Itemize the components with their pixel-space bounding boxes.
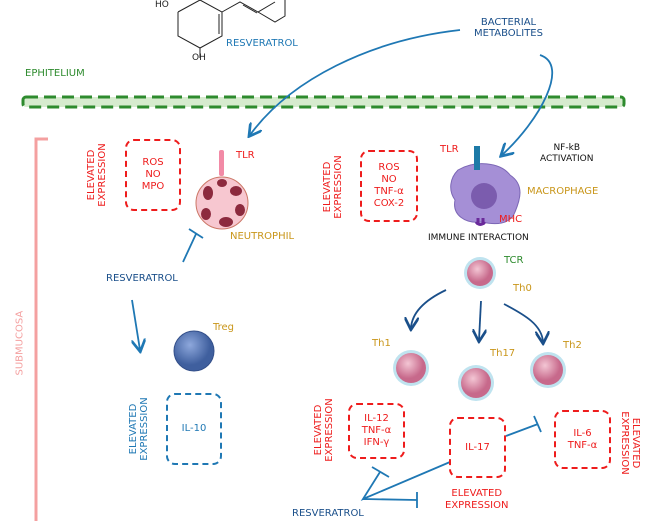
inhibition-th2 [505,415,542,437]
label-line: ELEVATED [630,417,641,469]
th2-label: Th2 [563,340,582,351]
resveratrol-structure [177,0,286,58]
marker: MPO [141,181,165,192]
label-line: EXPRESSION [97,143,108,207]
arrow-to-th2 [503,303,543,342]
label-line: EXPRESSION [445,500,509,511]
th0-label: Th0 [513,283,532,294]
label-line: ELEVATED [322,161,333,213]
epithelium-band [21,95,626,109]
macrophage-tlr-label: TLR [440,144,459,155]
label-line: EXPRESSION [324,398,335,462]
th17-label: Th17 [490,348,516,359]
label-line: ELEVATED [128,403,139,455]
inhibition-th1-th17 [360,461,451,508]
treg-cell [173,330,215,372]
macrophage-cell [450,146,521,226]
label-line: EXPRESSION [139,397,150,461]
resveratrol-treg-label: RESVERATROL [106,273,178,284]
epithelium-label: EPHITELIUM [25,68,85,79]
marker: ROS [378,162,400,173]
th2-cell [530,352,566,388]
marker: TNF-α [374,186,404,197]
marker: NO [145,169,161,180]
label-line: NF-kB [553,143,580,153]
marker: TNF-α [361,425,392,436]
label-line: ELEVATED [451,488,503,499]
marker: IL-10 [181,423,207,434]
oh-label: OH [192,53,206,63]
marker: COX-2 [373,198,405,209]
ho-label: HO [155,0,169,10]
marker: TNF-α [567,439,598,451]
immune-interaction-label: IMMUNE INTERACTION [428,233,529,243]
th0-cell [464,257,496,289]
marker: IFN-γ [363,437,390,448]
marker: NO [381,174,397,185]
arrow-to-macrophage [502,54,554,155]
resveratrol-molecule-label: RESVERATROL [226,38,298,49]
label-line: EXPRESSION [333,155,344,219]
marker: IL-17 [465,441,490,453]
label-line: METABOLITES [474,28,543,39]
marker: IL-12 [364,413,389,424]
submucosa-label: SUBMUCOSA [14,310,26,376]
label-line: EXPRESSION [619,411,630,475]
macrophage-label: MACROPHAGE [527,186,599,197]
label-line: ELEVATED [313,404,324,456]
bacterial-metabolites-label: BACTERIAL METABOLITES [474,17,543,39]
treg-markers-box: IL-10 [166,393,222,465]
neutrophil-cell [195,150,249,230]
marker: IL-6 [573,427,592,439]
th1-cell [393,350,429,386]
neutrophil-tlr-label: TLR [236,150,255,161]
marker: ROS [142,157,164,168]
label-line: ELEVATED [86,149,97,201]
submucosa-bracket [34,137,48,521]
label-line: BACTERIAL [480,17,537,28]
arrow-to-th17 [479,300,481,340]
th1-label: Th1 [372,338,391,349]
mhc-label: MHC [499,214,523,225]
th17-markers-box: IL-17 [449,417,506,478]
resveratrol-bottom-label: RESVERATROL [292,508,364,519]
neutrophil-label: NEUTROPHIL [230,231,295,242]
th17-cell [458,365,494,401]
treg-label: Treg [213,322,235,333]
label-line: ACTIVATION [540,154,594,164]
arrow-to-treg [131,299,140,350]
arrow-to-neutrophil [250,29,461,135]
tcr-label: TCR [504,255,524,266]
inhibition-neutrophil [182,228,204,263]
arrow-to-th1 [411,289,447,328]
